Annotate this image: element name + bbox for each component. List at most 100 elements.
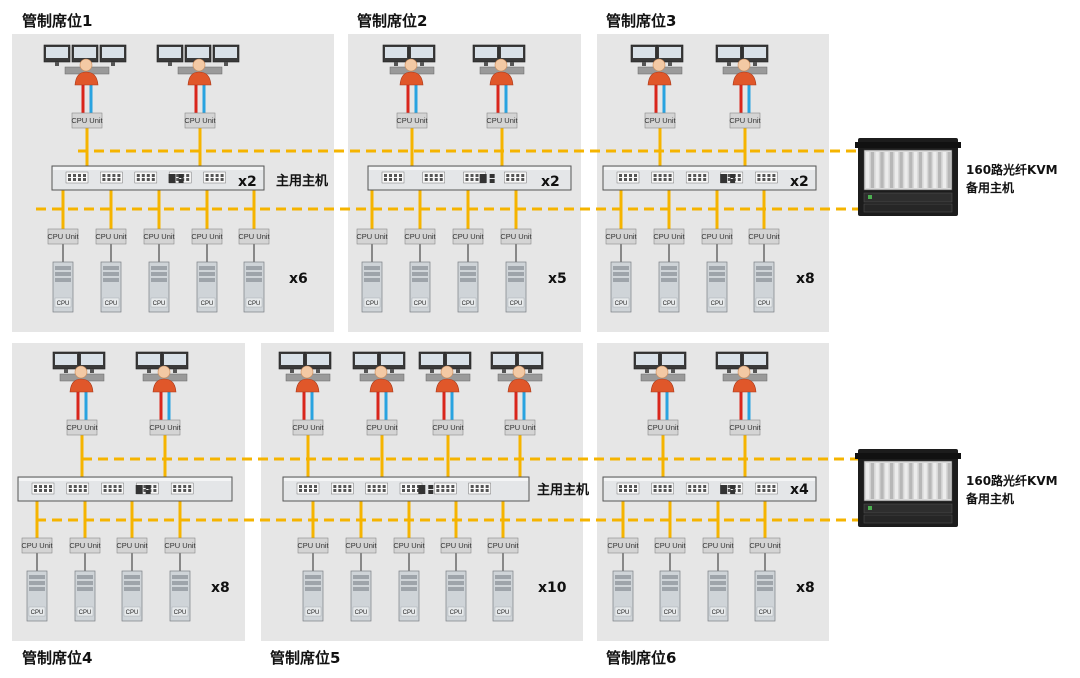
seat1-server-cpu-unit-1: CPU Unit — [47, 228, 80, 245]
seat4-server-cpu-unit-2: CPU Unit — [69, 537, 102, 554]
cpu-unit-label: CPU Unit — [486, 116, 518, 125]
seat2-server-cpu-unit-1: CPU Unit — [356, 228, 389, 245]
server-cpu-label: CPU — [57, 301, 70, 307]
seat6-operator-2 — [715, 351, 769, 393]
cpu-unit-label: CPU Unit — [95, 232, 127, 241]
cpu-unit-label: CPU Unit — [607, 541, 639, 550]
server-cpu-label: CPU — [711, 301, 724, 307]
seat2-operator-cpu-unit-2: CPU Unit — [486, 112, 519, 129]
seat4-kvm-switch — [17, 476, 233, 502]
cpu-unit-label: CPU Unit — [393, 541, 425, 550]
cpu-unit-label: CPU Unit — [191, 232, 223, 241]
server-cpu-label: CPU — [497, 610, 510, 616]
seat4-server-multiplier: x8 — [211, 580, 230, 596]
server-cpu-label: CPU — [615, 301, 628, 307]
seat6-server-cpu-unit-2: CPU Unit — [654, 537, 687, 554]
server-cpu-label: CPU — [663, 301, 676, 307]
server-cpu-label: CPU — [366, 301, 379, 307]
seat2-switch-multiplier: x2 — [541, 174, 560, 190]
cpu-unit-label: CPU Unit — [748, 232, 780, 241]
seat6-server-cpu-unit-1: CPU Unit — [607, 537, 640, 554]
server-cpu-label: CPU — [617, 610, 630, 616]
seat1-title: 管制席位1 — [22, 12, 92, 30]
seat6-server-1: CPU — [612, 570, 634, 622]
seat5-title: 管制席位5 — [270, 649, 340, 667]
cpu-unit-label: CPU Unit — [164, 541, 196, 550]
seat1-server-cpu-unit-4: CPU Unit — [191, 228, 224, 245]
cpu-unit-label: CPU Unit — [47, 232, 79, 241]
cpu-unit-label: CPU Unit — [452, 232, 484, 241]
seat1-server-2: CPU — [100, 261, 122, 313]
seat6-operator-cpu-unit-1: CPU Unit — [647, 419, 680, 436]
seat6-server-4: CPU — [754, 570, 776, 622]
seat5-server-3: CPU — [398, 570, 420, 622]
cpu-unit-label: CPU Unit — [504, 423, 536, 432]
seat3-kvm-switch — [602, 165, 817, 191]
cpu-unit-label: CPU Unit — [654, 541, 686, 550]
seat6-kvm-switch — [602, 476, 817, 502]
seat3-title: 管制席位3 — [606, 12, 676, 30]
seat2-server-cpu-unit-4: CPU Unit — [500, 228, 533, 245]
seat3-server-2: CPU — [658, 261, 680, 313]
seat1-server-cpu-unit-5: CPU Unit — [238, 228, 271, 245]
seat3-server-multiplier: x8 — [796, 271, 815, 287]
cpu-unit-label: CPU Unit — [487, 541, 519, 550]
cpu-unit-label: CPU Unit — [440, 541, 472, 550]
server-cpu-label: CPU — [126, 610, 139, 616]
cpu-unit-label: CPU Unit — [404, 232, 436, 241]
cpu-unit-label: CPU Unit — [356, 232, 388, 241]
cpu-unit-label: CPU Unit — [238, 232, 270, 241]
seat6-title: 管制席位6 — [606, 649, 676, 667]
seat1-server-multiplier: x6 — [289, 271, 308, 287]
seat2-server-multiplier: x5 — [548, 271, 567, 287]
seat3-operator-1 — [630, 44, 684, 86]
seat3-server-4: CPU — [753, 261, 775, 313]
cpu-unit-label: CPU Unit — [647, 423, 679, 432]
seat3-operator-cpu-unit-1: CPU Unit — [644, 112, 677, 129]
seat5-server-4: CPU — [445, 570, 467, 622]
seat5-operator-2 — [352, 351, 406, 393]
seat3-server-cpu-unit-3: CPU Unit — [701, 228, 734, 245]
server-cpu-label: CPU — [79, 610, 92, 616]
seat1-operator-cpu-unit-2: CPU Unit — [184, 112, 217, 129]
backup-kvm-chassis-top — [855, 138, 961, 216]
cpu-unit-label: CPU Unit — [345, 541, 377, 550]
cpu-unit-label: CPU Unit — [297, 541, 329, 550]
labels: 主用主机 主用主机 160路光纤KVM 备用主机 160路光纤KVM 备用主机 … — [22, 12, 1058, 667]
seat5-operator-3 — [418, 351, 472, 393]
seat1-server-5: CPU — [243, 261, 265, 313]
seat1-server-1: CPU — [52, 261, 74, 313]
cpu-unit-label: CPU Unit — [292, 423, 324, 432]
server-cpu-label: CPU — [450, 610, 463, 616]
seat5-server-5: CPU — [492, 570, 514, 622]
cpu-unit-label: CPU Unit — [605, 232, 637, 241]
cpu-unit-label: CPU Unit — [66, 423, 98, 432]
main-host-label-top: 主用主机 — [276, 173, 328, 189]
cpu-unit-label: CPU Unit — [184, 116, 216, 125]
seat6-server-3: CPU — [707, 570, 729, 622]
seat3-operator-cpu-unit-2: CPU Unit — [729, 112, 762, 129]
server-cpu-label: CPU — [201, 301, 214, 307]
seat1-server-3: CPU — [148, 261, 170, 313]
seat2-title: 管制席位2 — [357, 12, 427, 30]
seat5-operator-1 — [278, 351, 332, 393]
seat4-server-cpu-unit-4: CPU Unit — [164, 537, 197, 554]
seat2-server-4: CPU — [505, 261, 527, 313]
server-cpu-label: CPU — [664, 610, 677, 616]
seat1-operator-2 — [156, 44, 240, 86]
cpu-unit-label: CPU Unit — [69, 541, 101, 550]
cpu-unit-label: CPU Unit — [500, 232, 532, 241]
seat4-title: 管制席位4 — [22, 649, 92, 667]
cpu-unit-label: CPU Unit — [149, 423, 181, 432]
seat6-operator-1 — [633, 351, 687, 393]
server-cpu-label: CPU — [307, 610, 320, 616]
backup-kvm-chassis-bottom — [855, 449, 961, 527]
seat5-server-cpu-unit-5: CPU Unit — [487, 537, 520, 554]
seat5-operator-cpu-unit-3: CPU Unit — [432, 419, 465, 436]
seat2-server-2: CPU — [409, 261, 431, 313]
seat3-server-cpu-unit-2: CPU Unit — [653, 228, 686, 245]
server-cpu-label: CPU — [355, 610, 368, 616]
seat5-server-cpu-unit-3: CPU Unit — [393, 537, 426, 554]
seat6-server-multiplier: x8 — [796, 580, 815, 596]
